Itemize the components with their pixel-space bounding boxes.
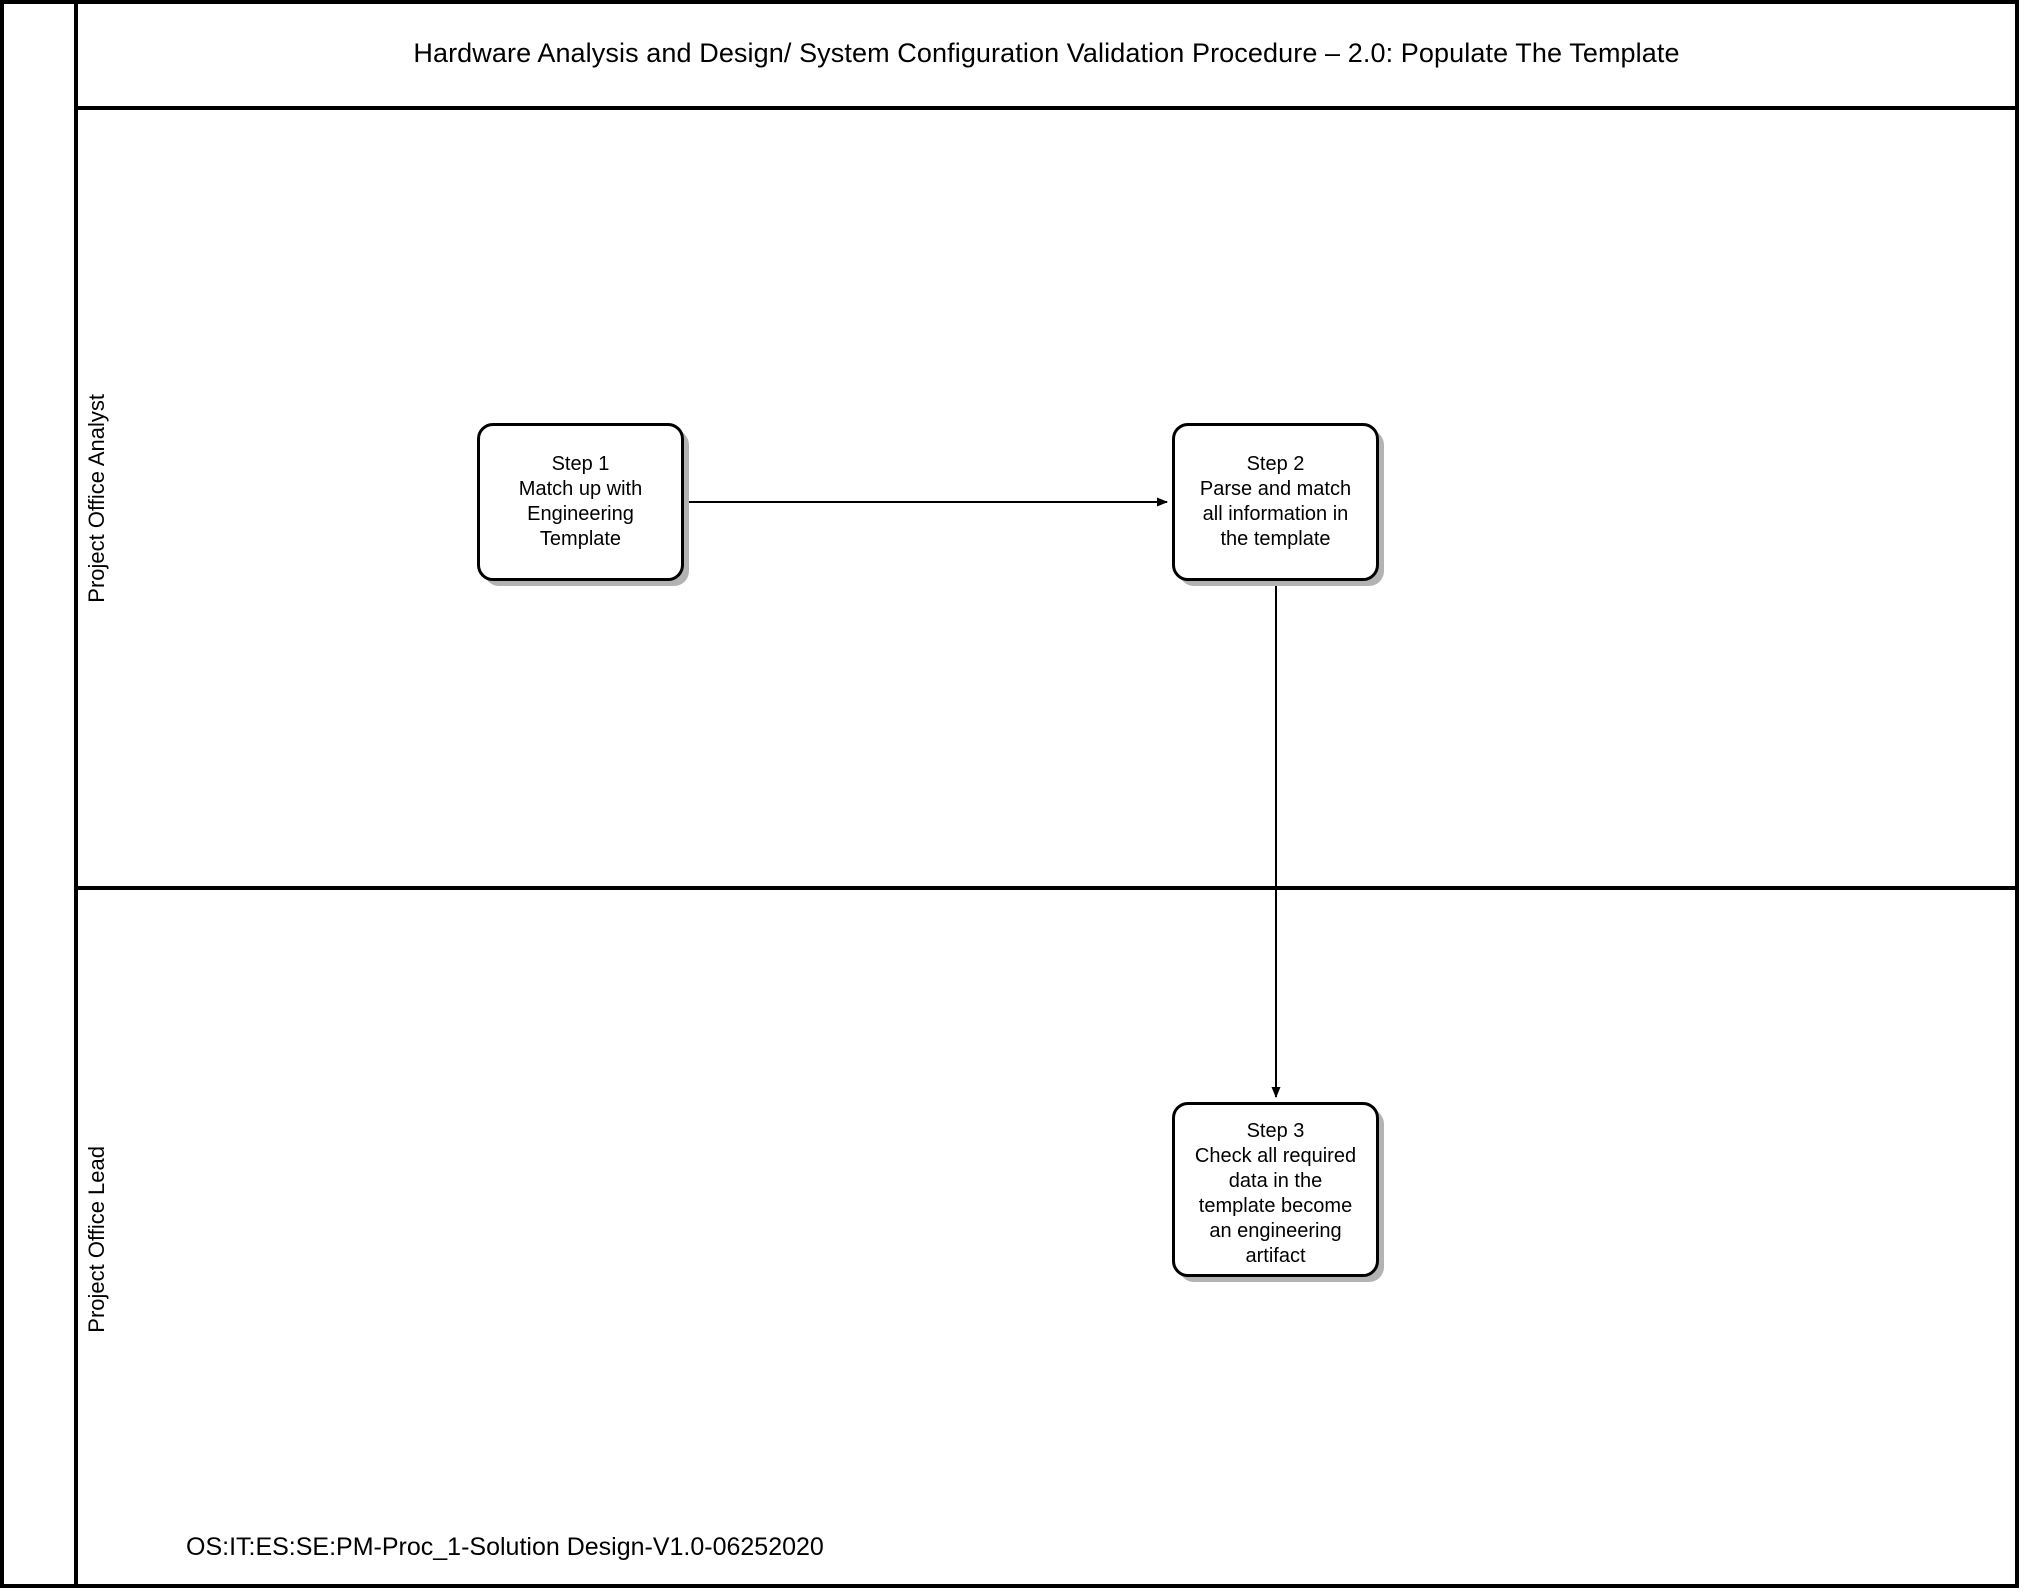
swimlane-project-office-lead: Project Office Lead — [74, 890, 2019, 1588]
swimlane-pool — [74, 0, 2019, 1588]
swimlane-project-office-analyst: Project Office Analyst — [74, 110, 2019, 890]
process-node-step1-label: Step 1 Match up with Engineering Templat… — [518, 453, 643, 550]
diagram-title-band: Hardware Analysis and Design/ System Con… — [74, 0, 2019, 110]
lane-header-project-office-lead: Project Office Lead — [74, 890, 120, 1588]
lane-label-project-office-analyst: Project Office Analyst — [84, 393, 109, 603]
document-reference-footer: OS:IT:ES:SE:PM-Proc_1-Solution Design-V1… — [186, 1533, 824, 1561]
lane-header-project-office-analyst: Project Office Analyst — [74, 110, 120, 886]
process-node-step1[interactable]: Step 1 Match up with Engineering Templat… — [477, 423, 684, 581]
lane-label-project-office-lead: Project Office Lead — [84, 1145, 109, 1333]
page-title: Hardware Analysis and Design/ System Con… — [413, 37, 1680, 68]
process-node-step3-label: Step 3 Check all required data in the te… — [1194, 1120, 1357, 1267]
process-node-step3[interactable]: Step 3 Check all required data in the te… — [1172, 1102, 1379, 1277]
process-node-step2[interactable]: Step 2 Parse and match all information i… — [1172, 423, 1379, 581]
process-node-step2-label: Step 2 Parse and match all information i… — [1199, 453, 1352, 550]
